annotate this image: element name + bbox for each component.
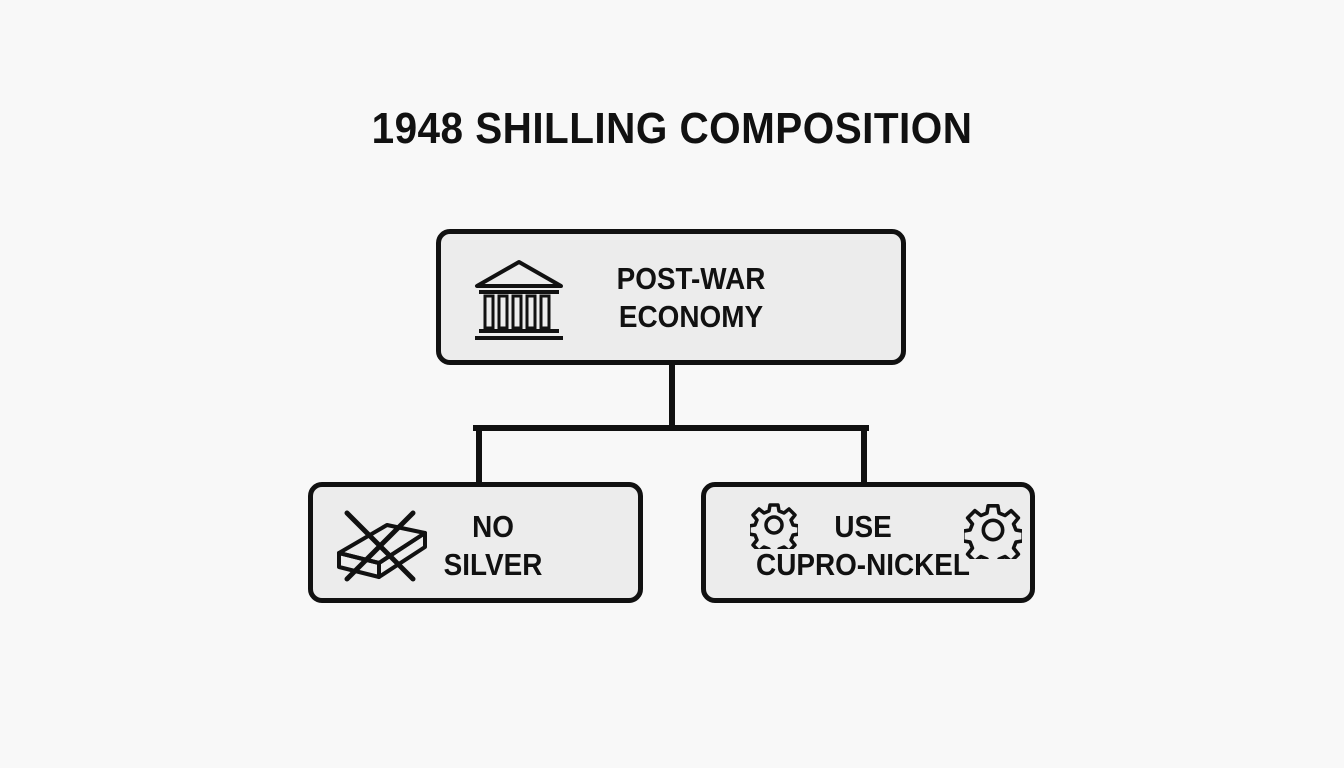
root-node-label-line1: POST-WAR	[616, 261, 766, 296]
no-silver-label-line1: NO	[472, 509, 514, 544]
root-node-post-war-economy: POST-WAR ECONOMY	[436, 229, 906, 365]
use-cupro-nickel-label: USE CUPRO-NICKEL	[751, 508, 976, 584]
no-silver-label: NO SILVER	[439, 508, 547, 584]
root-node-label-line2: ECONOMY	[618, 299, 764, 334]
diagram-title: 1948 SHILLING COMPOSITION	[371, 104, 973, 153]
child-node-no-silver: NO SILVER	[308, 482, 643, 603]
child-node-use-cupro-nickel: USE CUPRO-NICKEL	[701, 482, 1035, 603]
no-silver-label-line2: SILVER	[443, 547, 543, 582]
use-cupro-nickel-label-line1: USE	[834, 509, 892, 544]
use-cupro-nickel-label-line2: CUPRO-NICKEL	[756, 547, 970, 582]
crossed-silver-bar-icon	[337, 510, 427, 582]
bank-building-icon	[475, 260, 563, 340]
gear-icon	[750, 503, 798, 549]
gear-icon	[964, 504, 1022, 559]
root-node-label: POST-WAR ECONOMY	[601, 260, 781, 336]
